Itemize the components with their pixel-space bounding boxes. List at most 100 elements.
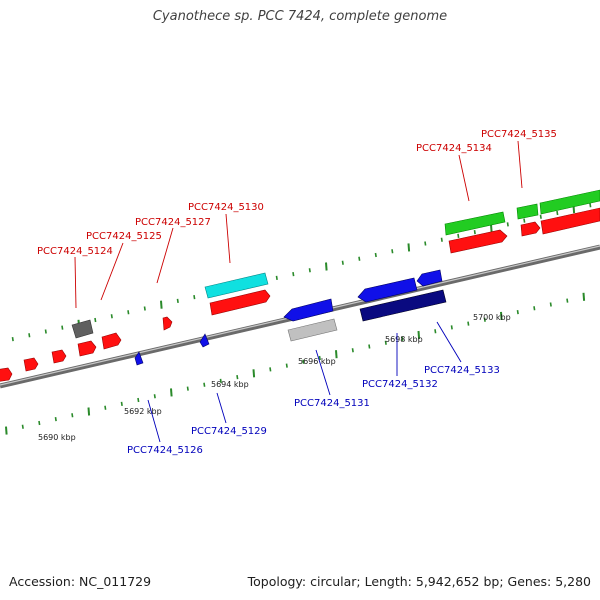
- track-tick: [384, 340, 387, 345]
- gene-reverse-arrow[interactable]: [357, 277, 418, 303]
- scale-tick-label: 5694 kbp: [211, 380, 249, 389]
- track-tick: [11, 336, 14, 342]
- scale-tick-label: 5700 kbp: [473, 313, 511, 322]
- track-tick: [28, 333, 31, 338]
- track-tick: [308, 268, 311, 273]
- gene-label-pcc7424-5134[interactable]: PCC7424_5134: [416, 143, 492, 154]
- scale-tick-label: 5690 kbp: [38, 433, 76, 442]
- track-tick: [391, 249, 394, 254]
- genome-summary-text: Topology: circular; Length: 5,942,652 bp…: [247, 574, 591, 589]
- track-tick: [516, 309, 519, 315]
- track-tick: [500, 311, 503, 320]
- gene-reverse-arrow[interactable]: [199, 333, 210, 348]
- track-tick: [110, 314, 113, 319]
- gene-forward-arrow[interactable]: [209, 289, 271, 316]
- gene-forward-arrow[interactable]: [51, 349, 67, 364]
- gene-forward-arrow[interactable]: [0, 367, 13, 382]
- scale-tick-label: 5698 kbp: [385, 335, 423, 344]
- track-tick: [127, 310, 130, 315]
- rrna-feature[interactable]: [539, 189, 600, 215]
- gene-forward-arrow[interactable]: [23, 357, 39, 372]
- track-tick: [252, 369, 256, 378]
- gene-label-pcc7424-5125[interactable]: PCC7424_5125: [86, 231, 162, 242]
- track-tick: [203, 382, 206, 387]
- track-tick: [368, 344, 371, 349]
- track-tick: [285, 363, 288, 368]
- track-tick: [325, 262, 328, 271]
- gene-label-pcc7424-5129[interactable]: PCC7424_5129: [191, 426, 267, 437]
- gene-label-pcc7424-5133[interactable]: PCC7424_5133: [424, 365, 500, 376]
- reverse-leaders: [147, 321, 462, 443]
- gene-reverse-arrow[interactable]: [134, 351, 144, 366]
- track-tick: [104, 405, 107, 410]
- gene-label-pcc7424-5131[interactable]: PCC7424_5131: [294, 398, 370, 409]
- track-tick: [582, 292, 586, 301]
- track-tick: [94, 317, 97, 323]
- track-tick: [318, 355, 321, 361]
- gene-label-pcc7424-5135[interactable]: PCC7424_5135: [481, 129, 557, 140]
- gene-cyan-feature[interactable]: [204, 272, 269, 299]
- gene-label-pcc7424-5126[interactable]: PCC7424_5126: [127, 445, 203, 456]
- forward-gene-labels: PCC7424_5124 PCC7424_5125 PCC7424_5127 P…: [37, 129, 557, 257]
- gene-forward-arrow[interactable]: [448, 229, 508, 254]
- track-tick: [401, 336, 404, 342]
- track-tick: [54, 416, 57, 422]
- track-tick: [292, 271, 295, 277]
- track-tick: [424, 241, 427, 246]
- track-tick: [275, 275, 278, 281]
- track-tick: [549, 302, 552, 307]
- track-tick: [358, 256, 361, 261]
- gene-reverse-arrow[interactable]: [416, 269, 443, 287]
- track-tick: [566, 298, 569, 303]
- track-tick: [523, 218, 526, 223]
- gene-forward-arrow[interactable]: [520, 221, 541, 237]
- track-tick: [137, 397, 140, 403]
- track-tick: [351, 348, 354, 353]
- gene-label-pcc7424-5132[interactable]: PCC7424_5132: [362, 379, 438, 390]
- gene-label-pcc7424-5130[interactable]: PCC7424_5130: [188, 202, 264, 213]
- forward-genes: [0, 207, 600, 382]
- gene-label-pcc7424-5124[interactable]: PCC7424_5124: [37, 246, 113, 257]
- track-tick: [176, 298, 179, 304]
- track-tick: [170, 388, 173, 397]
- gene-forward-arrow[interactable]: [162, 316, 173, 331]
- track-tick: [556, 210, 559, 216]
- track-tick: [21, 424, 24, 429]
- track-tick: [87, 407, 91, 416]
- track-tick: [440, 237, 443, 242]
- track-tick: [457, 233, 460, 239]
- gene-forward-arrow[interactable]: [101, 332, 122, 350]
- track-tick: [61, 325, 64, 330]
- track-tick: [38, 420, 41, 426]
- track-tick: [186, 386, 189, 391]
- track-tick: [120, 401, 123, 407]
- map-title: Cyanothece sp. PCC 7424, complete genome: [152, 9, 448, 24]
- reverse-gene-labels: PCC7424_5126 PCC7424_5129 PCC7424_5131 P…: [127, 365, 500, 456]
- gene-label-pcc7424-5127[interactable]: PCC7424_5127: [135, 217, 211, 228]
- track-tick: [589, 203, 592, 208]
- track-tick: [269, 367, 272, 372]
- gene-forward-arrow[interactable]: [540, 207, 600, 235]
- track-tick: [44, 329, 47, 334]
- track-tick: [434, 329, 437, 334]
- track-tick: [374, 252, 377, 258]
- track-tick: [335, 350, 338, 359]
- gene-light-gray-feature[interactable]: [287, 318, 338, 342]
- rrna-feature[interactable]: [444, 211, 506, 236]
- scale-tick-label: 5692 kbp: [124, 407, 162, 416]
- gene-navy-feature[interactable]: [359, 289, 447, 322]
- reverse-genes: [134, 269, 447, 366]
- accession-text: Accession: NC_011729: [9, 574, 152, 589]
- rrna-feature[interactable]: [516, 203, 539, 220]
- track-tick: [506, 222, 509, 227]
- track-tick: [483, 317, 486, 322]
- gene-reverse-arrow[interactable]: [283, 298, 334, 322]
- track-tick: [71, 413, 74, 418]
- gene-gray-feature[interactable]: [71, 319, 94, 339]
- scale-tick-label: 5696 kbp: [298, 357, 336, 366]
- gene-forward-arrow[interactable]: [77, 340, 97, 357]
- track-tick: [5, 426, 8, 435]
- track-tick: [341, 260, 344, 265]
- scale-ticks: 5690 kbp 5692 kbp 5694 kbp 5696 kbp 5698…: [38, 313, 511, 442]
